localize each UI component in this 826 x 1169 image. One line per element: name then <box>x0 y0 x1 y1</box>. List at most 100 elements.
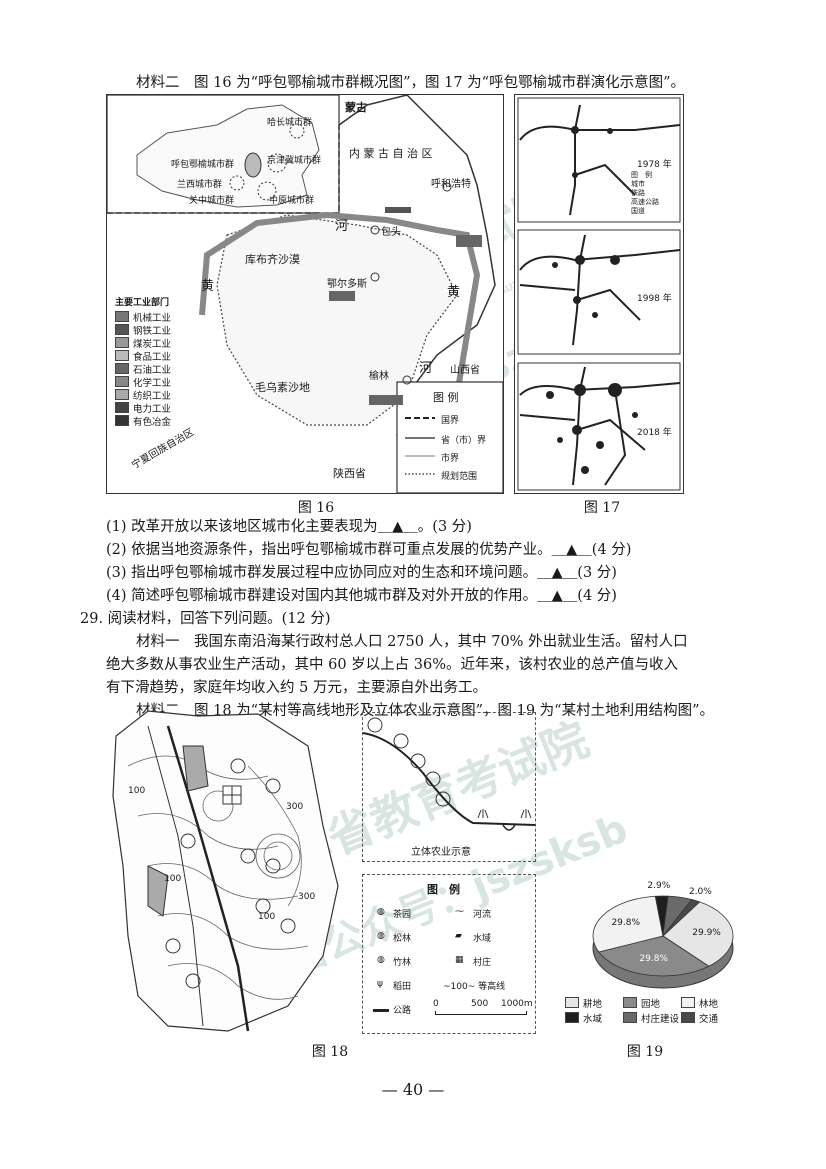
industry-item: 机械工业 <box>115 310 171 324</box>
pie-legend-item: 村庄建设 <box>623 1011 681 1025</box>
fig18-legend-item: 水域 <box>473 934 492 944</box>
figure-16-caption: 图 16 <box>297 500 335 516</box>
fig18-legend-item: 竹林 <box>393 958 412 968</box>
q28-material-two: 材料二 图 16 为“呼包鄂榆城市群概况图”，图 17 为“呼包鄂榆城市群演化示… <box>136 75 685 91</box>
q28-item-4: (4) 简述呼包鄂榆城市群建设对国内其他城市群及对外开放的作用。＿▲＿(4 分) <box>106 588 617 604</box>
fig17-legend-title: 图 例 <box>631 171 652 179</box>
industry-item: 化学工业 <box>115 375 171 389</box>
legend-village-icon: ▦ <box>455 955 464 965</box>
legend-bamboo-icon: ◍ <box>377 955 385 965</box>
label-inner-mongolia: 内 蒙 古 自 治 区 <box>349 147 433 160</box>
industry-item: 食品工业 <box>115 349 171 363</box>
pie-data-label: 29.9% <box>692 927 721 938</box>
pie-legend-swatch <box>681 997 695 1008</box>
pie-data-label: 2.0% <box>688 886 712 897</box>
figure-19-chart: 29.9%29.8%29.8%2.9%5.6%2.0% 耕地园地林地水域村庄建设… <box>545 874 745 1034</box>
fig16-legend-item: 省（市）界 <box>441 436 487 446</box>
label-maowusu: 毛乌素沙地 <box>255 381 310 394</box>
legend-pine-icon: ◍ <box>377 931 385 941</box>
inset-label-guanzhong: 关中城市群 <box>189 196 235 206</box>
pie-legend-item: 林地 <box>681 996 739 1010</box>
q29-title: 29. 阅读材料，回答下列问题。(12 分) <box>80 611 331 627</box>
scale-label: 0 <box>433 999 439 1009</box>
fig18-legend-item: ~100~ 等高线 <box>443 982 506 992</box>
fig17-legend-item: 高速公路 <box>631 198 659 206</box>
label-shaanxi: 陕西省 <box>333 467 366 480</box>
pie-legend-item: 耕地 <box>565 996 623 1010</box>
fig18-legend-item: 公路 <box>393 1006 412 1016</box>
inset-label-lanxi: 兰西城市群 <box>177 180 223 190</box>
pie-legend-item: 园地 <box>623 996 681 1010</box>
contour-label: 300 <box>298 892 316 902</box>
fig18-legend-item: 松林 <box>393 934 412 944</box>
scale-label: 500 <box>471 999 489 1009</box>
pie-legend-label: 园地 <box>641 998 661 1010</box>
sketch-label: 立体农业示意 <box>411 847 471 858</box>
industry-item: 电力工业 <box>115 401 171 415</box>
sketch-svg <box>362 717 536 831</box>
figure-17-caption: 图 17 <box>583 500 621 516</box>
fig17-legend-item: 铁路 <box>631 189 645 197</box>
pie-legend-label: 村庄建设 <box>641 1013 680 1025</box>
label-mongolia: 蒙古 <box>345 101 367 114</box>
q29-material-two: 材料二 图 18 为“某村等高线地形及立体农业示意图”，图 19 为“某村土地利… <box>136 703 714 719</box>
pie-legend-item: 水域 <box>565 1011 623 1025</box>
label-hohhot: 呼和浩特 <box>431 179 471 190</box>
industry-item: 石油工业 <box>115 362 171 376</box>
label-river-he-2: 河 <box>419 361 433 376</box>
figure-18-map: 300 100 100 300 100 <box>108 706 358 1036</box>
pie-data-label: 5.6% <box>669 882 693 893</box>
fig16-legend-item: 国界 <box>441 416 460 426</box>
figure-18-svg <box>112 710 339 1032</box>
pie-legend: 耕地 园地 林地水域 村庄建设 交通 <box>565 996 745 1025</box>
contour-label: 100 <box>128 786 146 796</box>
inset-label-jingjinji: 京津冀城市群 <box>267 156 322 166</box>
pie-slice-5 <box>662 899 701 937</box>
panel-year-1978: 1978 年 <box>637 160 672 170</box>
figure-16-map: 哈长城市群 呼包鄂榆城市群 京津冀城市群 兰西城市群 关中城市群 中原城市群 蒙… <box>106 94 504 494</box>
panel-year-2018: 2018 年 <box>637 428 672 438</box>
industry-item: 钢铁工业 <box>115 323 171 337</box>
q28-item-2: (2) 依据当地资源条件，指出呼包鄂榆城市群可重点发展的优势产业。＿▲＿(4 分… <box>106 542 632 558</box>
industry-item: 煤炭工业 <box>115 336 171 350</box>
pie-legend-label: 交通 <box>699 1013 719 1025</box>
fig17-legend-item: 城市 <box>631 180 645 188</box>
fig18-legend-item: 河流 <box>473 910 492 920</box>
fig17-legend-item: 国道 <box>631 207 645 215</box>
inset-label-hubaoeyu: 呼包鄂榆城市群 <box>171 160 235 170</box>
figure-17-panels: 1978 年 1998 年 2018 年 图 例 城市 铁路 高速公路 国道 <box>514 94 684 494</box>
page-number: — 40 — <box>381 1080 445 1099</box>
fig18-legend-title: 图 例 <box>427 883 460 896</box>
label-river-huang-2: 黄 <box>447 285 461 300</box>
fig18-legend-item: 茶园 <box>393 910 412 920</box>
pie-legend-swatch <box>623 1012 637 1023</box>
teagarden-symbols <box>165 758 296 989</box>
label-river-huang-1: 黄 <box>201 279 215 294</box>
contour-label: 100 <box>164 874 182 884</box>
q28-item-1: (1) 改革开放以来该地区城市化主要表现为＿▲＿。(3 分) <box>106 519 472 535</box>
pie-data-label: 29.8% <box>611 917 641 928</box>
contour-label: 300 <box>286 802 304 812</box>
fig17-legend: 图 例 城市 铁路 高速公路 国道 <box>631 171 659 216</box>
pie-legend-swatch <box>565 997 579 1008</box>
pie-data-label: 2.9% <box>647 881 671 892</box>
industry-legend: 主要工业部门 机械工业 钢铁工业 煤炭工业 食品工业 石油工业 化学工业 纺织工… <box>115 295 171 428</box>
q29-material1-line: 材料一 我国东南沿海某行政村总人口 2750 人，其中 70% 外出就业生活。留… <box>136 634 688 650</box>
pie-legend-label: 耕地 <box>583 998 603 1010</box>
figure-19-caption: 图 19 <box>626 1044 664 1060</box>
label-shanxi: 山西省 <box>450 365 480 376</box>
pie-slice-2 <box>592 895 664 953</box>
q28-item-3: (3) 指出呼包鄂榆城市群发展过程中应协同应对的生态和环境问题。＿▲＿(3 分) <box>106 565 617 581</box>
figure-16-svg <box>107 95 503 493</box>
legend-river-icon: ⁓ <box>455 907 464 917</box>
contour-label: 100 <box>258 912 276 922</box>
legend-water-icon: ▰ <box>455 931 462 941</box>
pie-legend-swatch <box>565 1012 579 1023</box>
fig18-legend-item: 村庄 <box>473 958 492 968</box>
legend-paddy-icon: ψ <box>377 979 383 989</box>
label-kubuqi: 库布齐沙漠 <box>245 253 300 266</box>
legend-road-icon <box>373 1009 389 1012</box>
figure-18-sketch: 立体农业示意 <box>362 712 536 862</box>
scale-bar <box>435 1011 527 1015</box>
label-river-he-1: 河 <box>335 219 349 234</box>
